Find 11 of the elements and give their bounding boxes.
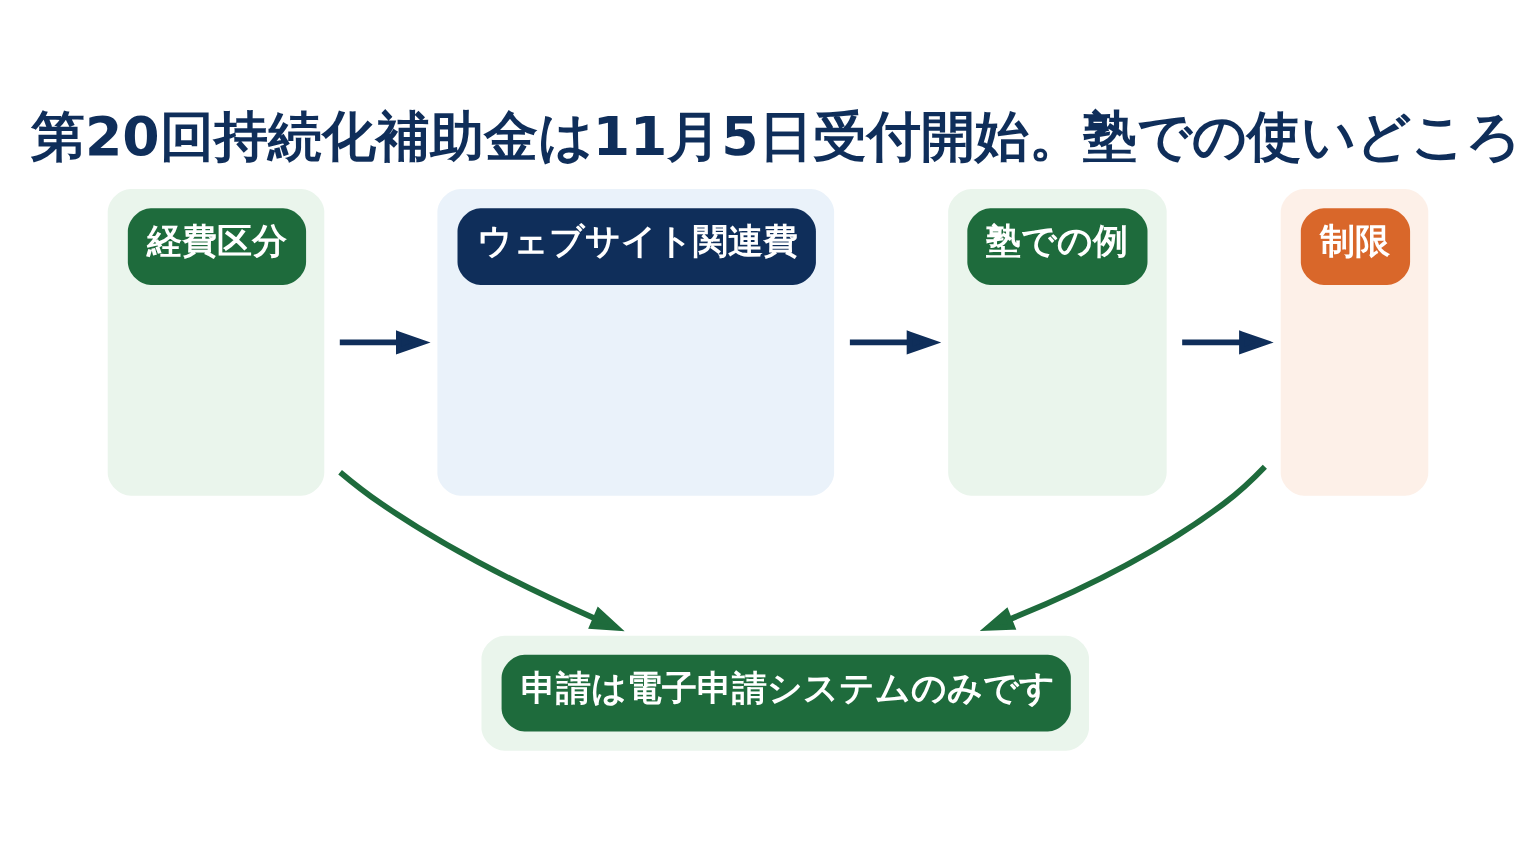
arrow bbox=[849, 329, 942, 355]
arrow bbox=[338, 469, 625, 631]
node-box: 塾での例 bbox=[948, 188, 1167, 496]
arrow bbox=[979, 464, 1267, 631]
node-box: 経費区分 bbox=[107, 188, 325, 496]
node-box: ウェブサイト関連費 bbox=[437, 188, 835, 496]
arrow bbox=[1182, 329, 1274, 355]
node-box: 制限 bbox=[1280, 188, 1429, 496]
arrow bbox=[339, 329, 431, 355]
diagram-title: 第20回持続化補助金は11月5日受付開始。塾での使いどころ bbox=[31, 104, 1521, 168]
node-box: 申請は電子申請システムのみです bbox=[481, 635, 1090, 751]
